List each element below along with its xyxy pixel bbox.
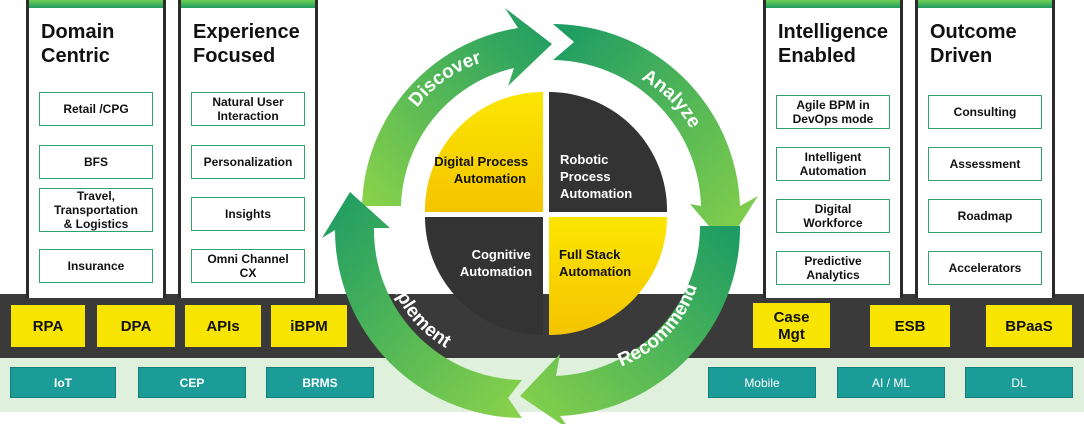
- pillar-item: Omni Channel CX: [191, 249, 305, 283]
- pillar-item: Agile BPM in DevOps mode: [776, 95, 890, 129]
- pillar-item: Roadmap: [928, 199, 1042, 233]
- pillar-item: Intelligent Automation: [776, 147, 890, 181]
- pillar-item: Insights: [191, 197, 305, 231]
- pillar-experience-focused: Experience Focused Natural User Interact…: [178, 0, 318, 298]
- quadrant-label-line: Robotic: [560, 152, 608, 167]
- pillar-cap: [29, 0, 163, 8]
- pillar-item: Travel, Transportation & Logistics: [39, 188, 153, 232]
- pillar-cap: [766, 0, 900, 8]
- quadrant-label-cognitive: Cognitive Automation: [460, 247, 535, 279]
- quadrant-label-line: Digital Process: [434, 154, 528, 169]
- stage-arc-discover: [362, 8, 552, 206]
- pillar-item: Personalization: [191, 145, 305, 179]
- pillar-item: Consulting: [928, 95, 1042, 129]
- pillar-item: Retail /CPG: [39, 92, 153, 126]
- quadrant-label-line: Automation: [560, 186, 632, 201]
- tech-box-rpa: RPA: [11, 305, 85, 347]
- tech-box-ibpm: iBPM: [271, 305, 347, 347]
- platform-box-cep: CEP: [138, 367, 246, 398]
- pillar-title: Intelligence Enabled: [778, 21, 889, 67]
- tech-box-apis: APIs: [185, 305, 261, 347]
- tech-box-bpaas: BPaaS: [986, 305, 1072, 347]
- quadrant-label-robotic-process: Robotic Process Automation: [560, 152, 632, 201]
- pillar-cap: [918, 0, 1052, 8]
- quadrant-label-line: Automation: [454, 171, 526, 186]
- platform-box-ai-ml: AI / ML: [837, 367, 945, 398]
- quadrant-label-line: Cognitive: [472, 247, 531, 262]
- pillar-title: Outcome Driven: [930, 21, 1017, 67]
- pillar-outcome-driven: Outcome Driven Consulting Assessment Roa…: [915, 0, 1055, 298]
- pillar-item: Predictive Analytics: [776, 251, 890, 285]
- tech-box-esb: ESB: [870, 305, 950, 347]
- platform-box-brms: BRMS: [266, 367, 374, 398]
- pillar-item: BFS: [39, 145, 153, 179]
- stage-arc-recommend: [520, 226, 741, 424]
- quadrant-label-line: Process: [560, 169, 611, 184]
- quadrant-label-line: Full Stack: [559, 247, 621, 262]
- quadrant-label-full-stack: Full Stack Automation: [559, 247, 631, 279]
- tech-box-case-mgt: Case Mgt: [753, 303, 830, 348]
- pillar-cap: [181, 0, 315, 8]
- platform-box-iot: IoT: [10, 367, 116, 398]
- quadrant-digital-process-automation: [424, 91, 543, 212]
- quadrant-label-digital-process: Digital Process Automation: [434, 154, 532, 186]
- pillar-item: Insurance: [39, 249, 153, 283]
- pillar-item: Digital Workforce: [776, 199, 890, 233]
- pillar-intelligence-enabled: Intelligence Enabled Agile BPM in DevOps…: [763, 0, 903, 298]
- pillar-item: Natural User Interaction: [191, 92, 305, 126]
- tech-box-dpa: DPA: [97, 305, 175, 347]
- pillar-item: Accelerators: [928, 251, 1042, 285]
- pillar-item: Assessment: [928, 147, 1042, 181]
- quadrant-label-line: Automation: [460, 264, 532, 279]
- pillar-title: Experience Focused: [193, 21, 300, 67]
- stage-arc-analyze: [553, 24, 758, 246]
- quadrant-full-stack-automation: [549, 217, 667, 335]
- pillar-title: Domain Centric: [41, 21, 115, 67]
- quadrant-label-line: Automation: [559, 264, 631, 279]
- platform-box-mobile: Mobile: [708, 367, 816, 398]
- platform-box-dl: DL: [965, 367, 1073, 398]
- quadrant-robotic-process-automation: [549, 91, 668, 212]
- stage-arc-implement: [322, 192, 522, 418]
- quadrant-cognitive-automation: [425, 217, 543, 335]
- pillar-domain-centric: Domain Centric Retail /CPG BFS Travel, T…: [26, 0, 166, 298]
